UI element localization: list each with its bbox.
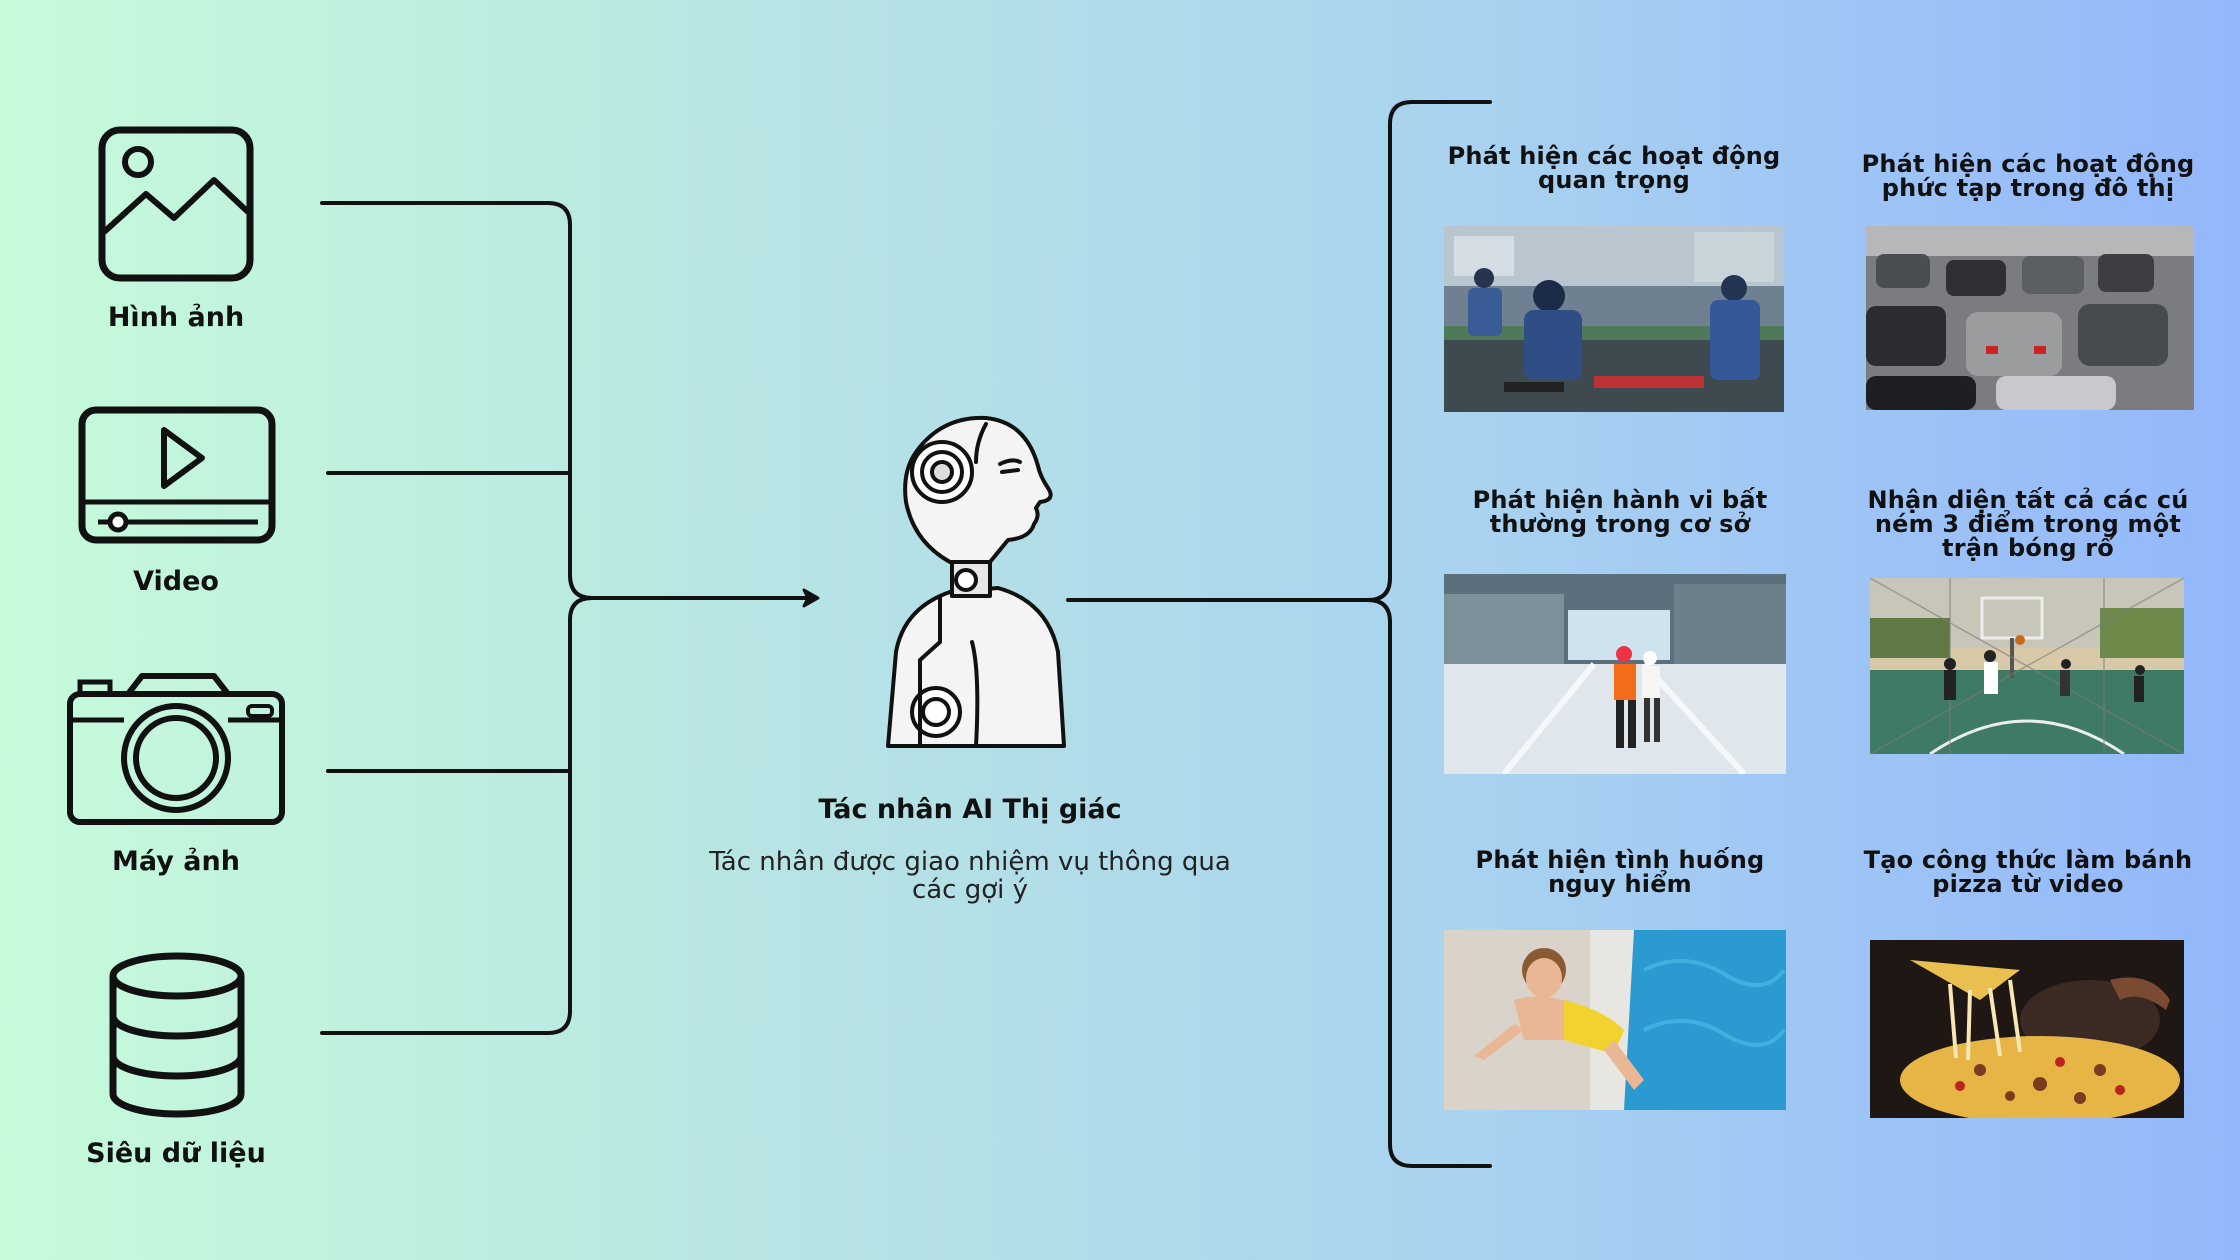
basketball-court-photo <box>1870 578 2184 754</box>
task-title-pizza-recipe: Tạo công thức làm bánh pizza từ video <box>1863 846 2193 898</box>
agent-title: Tác nhân AI Thị giác <box>818 794 1122 825</box>
task-title-abnormal-behavior: Phát hiện hành vi bất thường trong cơ sở <box>1472 486 1768 538</box>
camera-icon <box>66 672 286 830</box>
video-player-icon <box>78 406 276 548</box>
factory-workers-photo <box>1444 226 1784 412</box>
task-title-key-activities: Phát hiện các hoạt động quan trọng <box>1447 142 1781 194</box>
task-title-urban-activities: Phát hiện các hoạt động phức tạp trong đ… <box>1861 150 2195 202</box>
child-at-pool-photo <box>1444 930 1786 1110</box>
task-title-dangerous-situations: Phát hiện tình huống nguy hiểm <box>1475 846 1765 898</box>
input-label-metadata: Siêu dữ liệu <box>86 1138 266 1169</box>
agent-description: Tác nhân được giao nhiệm vụ thông qua cá… <box>709 847 1231 905</box>
task-title-basketball-shots: Nhận diện tất cả các cú ném 3 điểm trong… <box>1867 486 2189 562</box>
robot-head-icon <box>880 412 1070 756</box>
warehouse-inspectors-photo <box>1444 574 1786 774</box>
pizza-photo <box>1870 940 2184 1118</box>
input-label-camera: Máy ảnh <box>112 846 240 877</box>
input-label-image: Hình ảnh <box>107 302 245 333</box>
image-icon <box>98 126 254 286</box>
arrow-head <box>802 588 820 608</box>
input-label-video: Video <box>133 566 219 597</box>
traffic-jam-photo <box>1866 226 2194 410</box>
database-icon <box>108 952 246 1122</box>
